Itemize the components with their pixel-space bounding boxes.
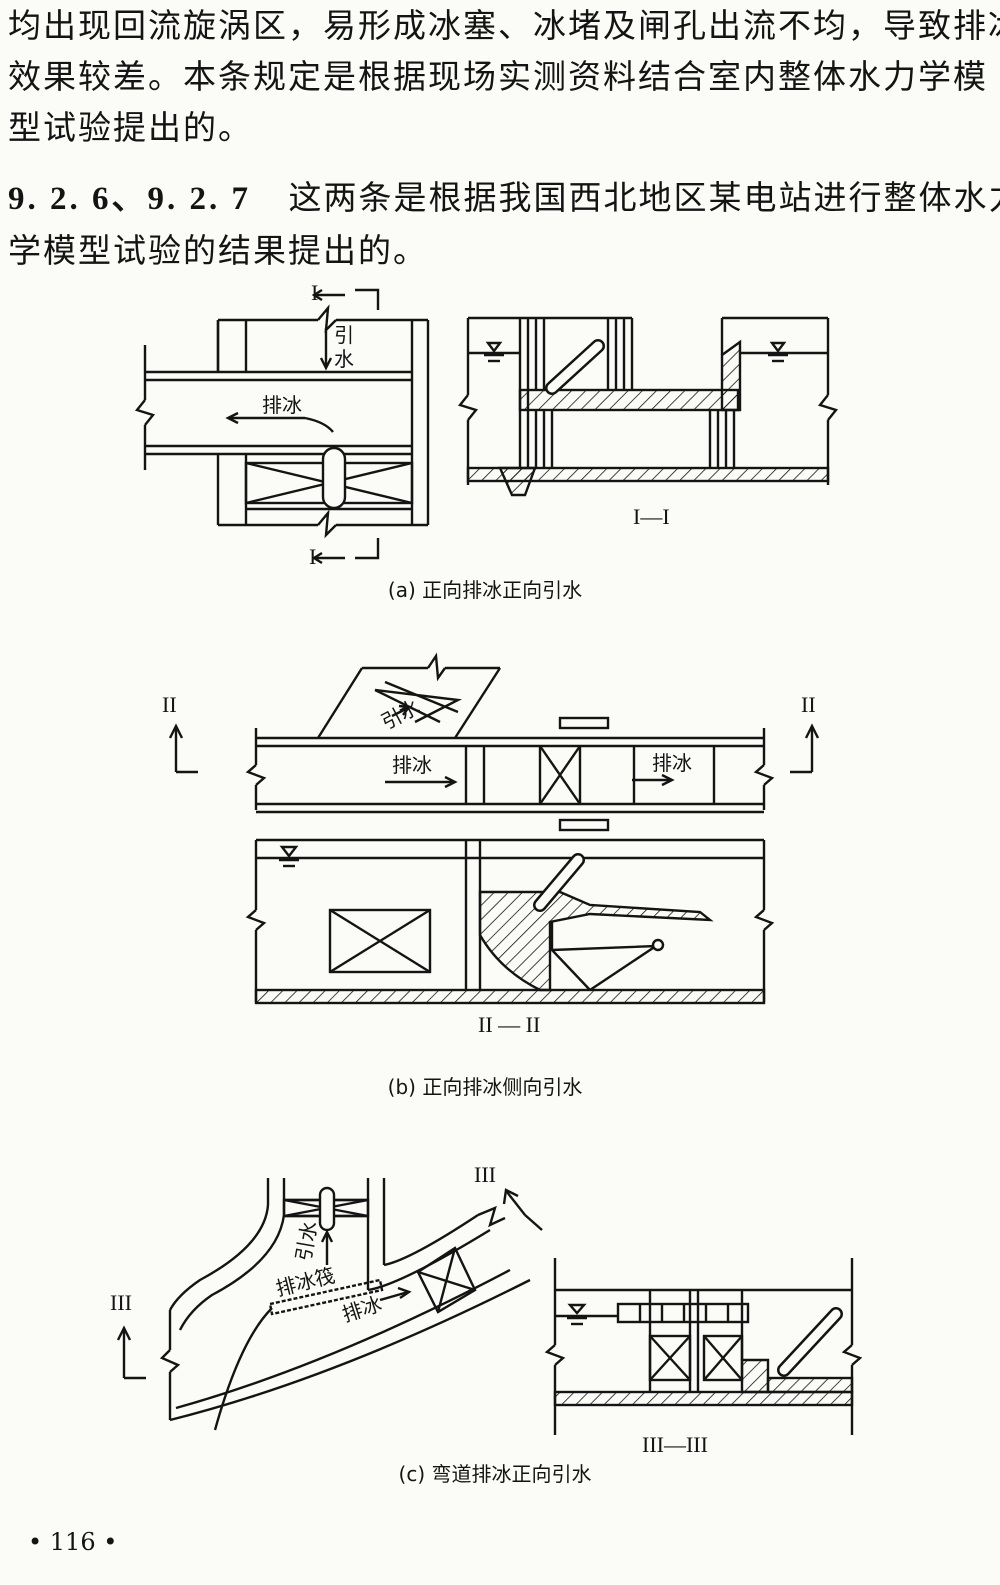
text-line: 9. 2. 6、9. 2. 7 这两条是根据我国西北地区某电站进行整体水力 — [8, 172, 1000, 225]
paragraph-clause: 9. 2. 6、9. 2. 7 这两条是根据我国西北地区某电站进行整体水力 学模… — [8, 172, 1000, 276]
fig-a-label-intake: 引 — [334, 323, 354, 347]
figure-a-caption: (a) 正向排冰正向引水 — [387, 578, 583, 602]
paragraph-continuation: 均出现回流旋涡区，易形成冰塞、冰堵及闸孔出流不均，导致排冰 效果较差。本条规定是… — [8, 0, 1000, 153]
clause-text: 这两条是根据我国西北地区某电站进行整体水力 — [288, 178, 1000, 217]
figure-b-caption: (b) 正向排冰侧向引水 — [387, 1075, 583, 1099]
fig-a-section-mark-top: I — [311, 280, 318, 305]
text-line: 学模型试验的结果提出的。 — [8, 231, 428, 270]
fig-c-section-mark-left: III — [110, 1290, 132, 1315]
fig-b-section-title: II — II — [478, 1012, 540, 1037]
fig-b-label-ice-left: 排冰 — [392, 753, 432, 777]
fig-b-label-intake: 引水 — [377, 694, 424, 734]
figure-b-section — [245, 838, 775, 1005]
fig-c-section-mark-right: III — [474, 1162, 496, 1187]
fig-c-label-intake: 引水 — [291, 1219, 322, 1263]
figure-c-plan — [116, 1178, 543, 1431]
page-number: • 116 • — [28, 1528, 118, 1556]
figure-a-plan — [134, 288, 430, 565]
fig-b-section-mark-right: II — [801, 692, 816, 717]
fig-c-section-title: III—III — [642, 1432, 708, 1457]
text-line: 均出现回流旋涡区，易形成冰塞、冰堵及闸孔出流不均，导致排冰 — [8, 6, 1000, 45]
fig-a-section-mark-bottom: I — [309, 544, 316, 569]
fig-b-label-ice-right: 排冰 — [652, 751, 692, 775]
fig-a-label-ice: 排冰 — [262, 393, 302, 417]
figure-c-section — [544, 1258, 863, 1435]
text-line: 效果较差。本条规定是根据现场实测资料结合室内整体水力学模 — [8, 57, 988, 96]
fig-b-section-mark-left: II — [162, 692, 177, 717]
fig-a-section-title: I—I — [633, 504, 670, 529]
figure-b-plan — [168, 652, 820, 832]
fig-a-label-intake2: 水 — [334, 347, 354, 371]
figure-c-caption: (c) 弯道排冰正向引水 — [398, 1462, 592, 1486]
figure-a-section — [457, 316, 839, 497]
clause-number: 9. 2. 6、9. 2. 7 — [8, 181, 251, 217]
text-line: 型试验提出的。 — [8, 108, 253, 147]
